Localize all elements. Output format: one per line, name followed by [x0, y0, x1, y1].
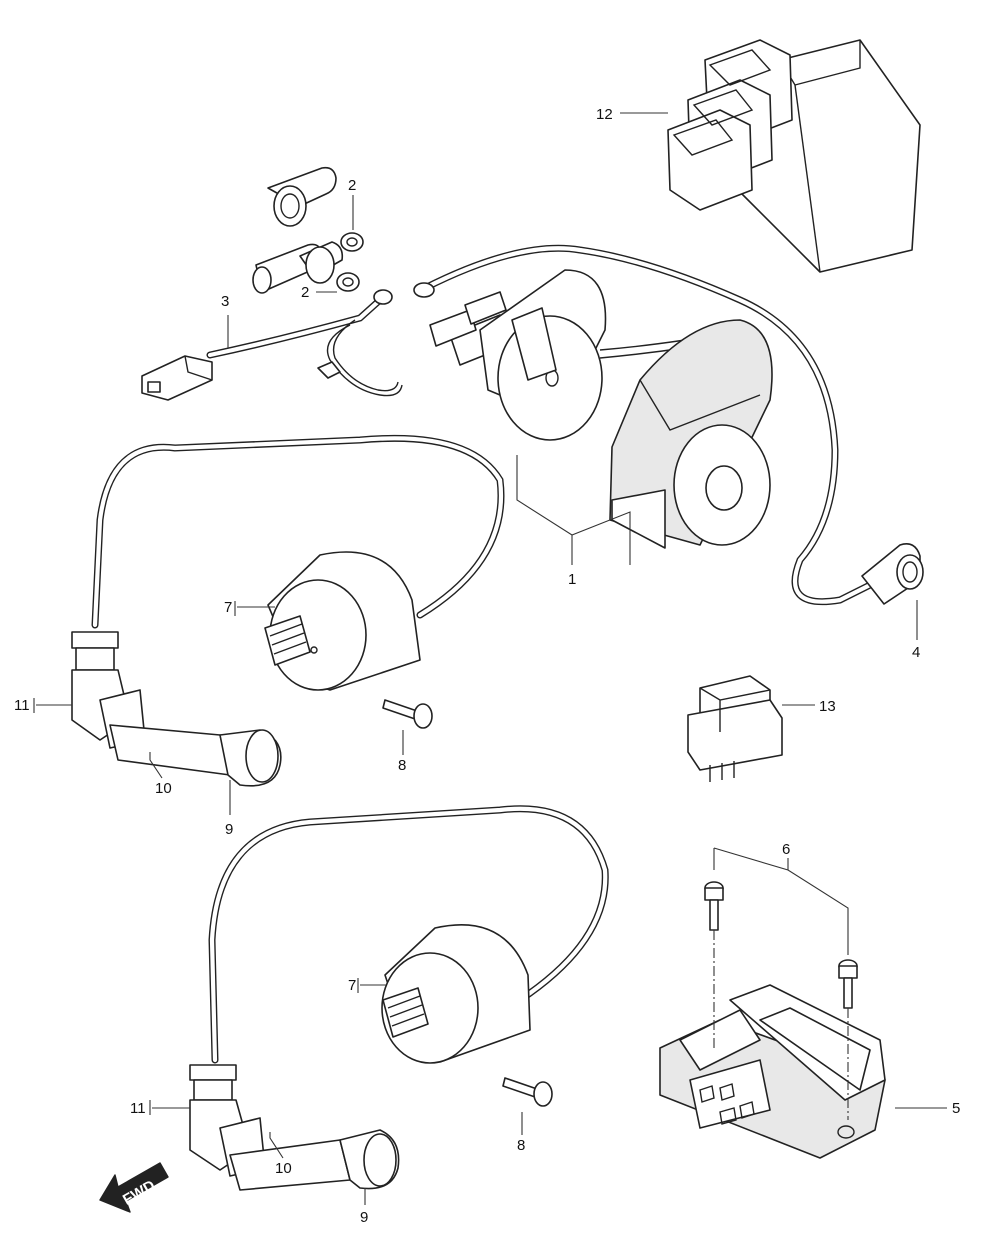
callout-7-lower: 7	[348, 977, 356, 994]
callout-11-upper: 11	[14, 697, 30, 714]
callout-ticks	[33, 601, 359, 1115]
fwd-arrow-icon: FWD	[99, 1162, 169, 1213]
screw-upper	[382, 699, 433, 729]
callout-13: 13	[819, 698, 836, 715]
cdi-unit	[667, 39, 921, 273]
callout-12: 12	[596, 106, 613, 123]
screw-lower	[502, 1077, 553, 1107]
callout-8-upper: 8	[398, 757, 406, 774]
callout-5: 5	[952, 1100, 960, 1117]
leader-lines	[36, 112, 947, 1205]
terminal-caps	[252, 166, 344, 294]
callout-10-upper: 10	[155, 780, 172, 797]
callout-10-lower: 10	[275, 1160, 292, 1177]
nuts	[336, 232, 364, 292]
callout-labels: 12 2 2 3 1 4 7 11 13 8 10 9 6 7 5 11 8 1…	[14, 106, 960, 1226]
relay-rubber-boot	[609, 319, 773, 549]
plug-cap-upper	[71, 631, 282, 787]
ignition-coil-upper	[91, 434, 505, 691]
callout-4: 4	[912, 644, 920, 661]
callout-7-upper: 7	[224, 599, 232, 616]
callout-1: 1	[568, 571, 576, 588]
callout-2-upper: 2	[348, 177, 356, 194]
callout-6: 6	[782, 841, 790, 858]
regulator-bolts	[704, 881, 858, 1120]
callout-9-upper: 9	[225, 821, 233, 838]
callout-11-lower: 11	[130, 1100, 146, 1117]
callout-8-lower: 8	[517, 1137, 525, 1154]
starter-relay	[429, 269, 607, 441]
ignition-coil-lower	[208, 805, 609, 1064]
callout-2-lower: 2	[301, 284, 309, 301]
wire-harness	[141, 289, 403, 401]
small-relay	[687, 675, 783, 782]
plug-cap-lower	[189, 1064, 400, 1191]
callout-9-lower: 9	[360, 1209, 368, 1226]
voltage-regulator	[659, 984, 886, 1159]
callout-3: 3	[221, 293, 229, 310]
